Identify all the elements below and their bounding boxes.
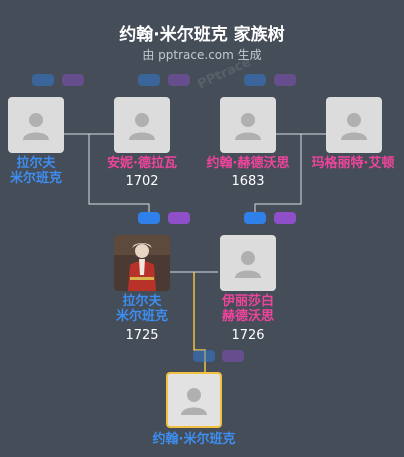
- male-marker-icon[interactable]: [193, 350, 215, 362]
- person-card-john-milbanke[interactable]: [166, 372, 222, 428]
- page-title: 约翰·米尔班克 家族树: [119, 25, 285, 45]
- person-silhouette-icon: [235, 113, 261, 140]
- person-name-anne-delaval: 安妮·德拉瓦: [107, 156, 177, 171]
- person-name-elizabeth-hedworth: 伊丽莎白赫德沃思: [221, 294, 274, 324]
- male-marker-icon[interactable]: [244, 74, 266, 86]
- female-marker-icon[interactable]: [274, 212, 296, 224]
- person-silhouette-icon: [341, 113, 367, 140]
- person-silhouette-icon: [181, 388, 207, 415]
- descent-line-right: [254, 134, 302, 212]
- descent-line-focus: [193, 272, 206, 372]
- person-card-john-hedworth[interactable]: [220, 97, 276, 153]
- male-marker-icon[interactable]: [244, 212, 266, 224]
- person-name-margaret-ayton: 玛格丽特·艾顿: [311, 156, 395, 171]
- female-marker-icon[interactable]: [62, 74, 84, 86]
- person-year-ralph-junior: 1725: [125, 328, 159, 343]
- person-silhouette-icon: [23, 113, 49, 140]
- female-marker-icon[interactable]: [222, 350, 244, 362]
- person-year-anne-delaval: 1702: [125, 174, 159, 189]
- person-card-ralph-junior[interactable]: [114, 235, 170, 291]
- person-silhouette-icon: [129, 113, 155, 140]
- person-name-ralph-senior: 拉尔夫米尔班克: [9, 156, 62, 186]
- person-year-elizabeth-hedworth: 1726: [231, 328, 265, 343]
- female-marker-icon[interactable]: [168, 74, 190, 86]
- person-name-ralph-junior: 拉尔夫米尔班克: [115, 294, 168, 324]
- male-marker-icon[interactable]: [138, 74, 160, 86]
- portrait-photo-icon: [114, 235, 170, 291]
- person-card-elizabeth-hedworth[interactable]: [220, 235, 276, 291]
- male-marker-icon[interactable]: [32, 74, 54, 86]
- person-silhouette-icon: [235, 251, 261, 278]
- male-marker-icon[interactable]: [138, 212, 160, 224]
- person-name-john-hedworth: 约翰·赫德沃思: [206, 156, 290, 171]
- person-card-ralph-senior[interactable]: [8, 97, 64, 153]
- female-marker-icon[interactable]: [168, 212, 190, 224]
- descent-line-left: [88, 134, 150, 212]
- female-marker-icon[interactable]: [274, 74, 296, 86]
- page-subtitle: 由 pptrace.com 生成: [142, 48, 262, 62]
- person-year-john-hedworth: 1683: [231, 174, 265, 189]
- person-card-anne-delaval[interactable]: [114, 97, 170, 153]
- person-card-margaret-ayton[interactable]: [326, 97, 382, 153]
- person-name-john-milbanke: 约翰·米尔班克: [152, 432, 236, 447]
